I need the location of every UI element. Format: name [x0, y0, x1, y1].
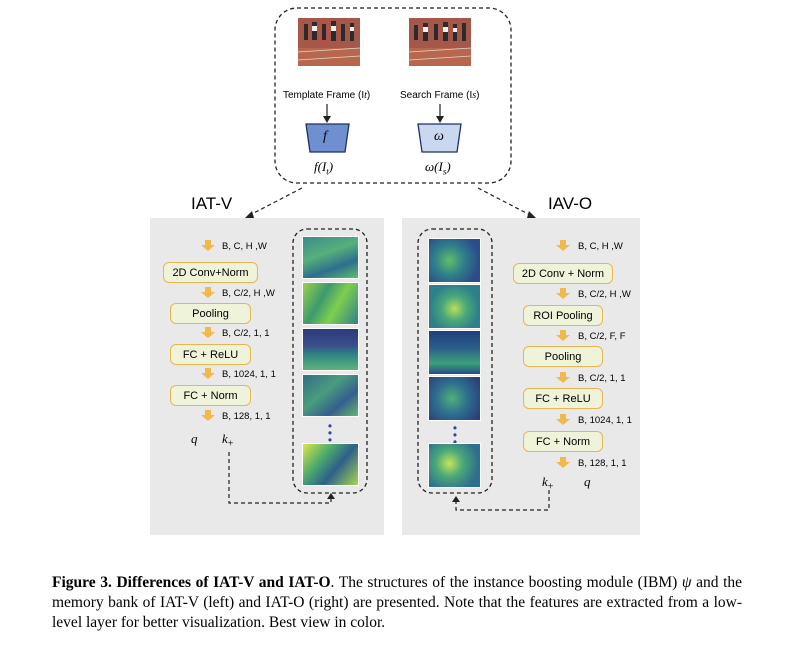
search-frame-image [408, 18, 472, 66]
iat-o-title: IAV-O [548, 194, 593, 213]
iat-v-feature-map-4 [302, 374, 359, 417]
omega-output-label: ω(Is) [425, 159, 451, 177]
iat-o-fc-relu-box: FC + ReLU [523, 388, 603, 409]
iat-o-dim-1: B, C/2, H ,W [578, 289, 631, 300]
iat-v-k-label: k+ [222, 431, 234, 450]
search-frame-label: Search Frame (Is) [400, 90, 480, 101]
iat-v-feature-map-5 [302, 443, 359, 486]
caption-text-a: . The structures of the instance boostin… [330, 574, 682, 591]
iat-v-feature-map-3 [302, 328, 359, 371]
iat-o-feature-map-2 [428, 284, 481, 329]
iat-v-dim-3: B, 1024, 1, 1 [222, 369, 276, 380]
caption-text-b: and the memory bank of IAT-V (left) and … [52, 574, 743, 631]
iat-o-feature-map-1 [428, 238, 481, 283]
iat-v-dim-1: B, C/2, H ,W [222, 288, 275, 299]
iat-v-fc-norm-box: FC + Norm [170, 385, 251, 406]
iat-o-conv-norm-box: 2D Conv + Norm [513, 263, 613, 284]
iat-o-dim-5: B, 128, 1, 1 [578, 458, 627, 469]
iat-o-dim-0: B, C, H ,W [578, 241, 623, 252]
iat-v-q-label: q [191, 431, 198, 446]
iat-v-fc-relu-box: FC + ReLU [170, 344, 251, 365]
iat-v-feature-map-1 [302, 236, 359, 279]
caption-figure-label: Figure 3. [52, 574, 112, 591]
iat-o-fc-norm-box: FC + Norm [523, 431, 603, 452]
iat-v-dim-0: B, C, H ,W [222, 241, 267, 252]
iat-v-conv-norm-box: 2D Conv+Norm [163, 262, 258, 283]
iat-o-k-label: k+ [542, 474, 554, 493]
f-output-label: f(It) [314, 159, 334, 177]
template-frame-image [297, 18, 361, 66]
caption-psi: ψ [681, 574, 692, 591]
iat-v-dim-2: B, C/2, 1, 1 [222, 328, 270, 339]
omega-symbol: ω [434, 129, 444, 144]
iat-o-feature-map-3 [428, 330, 481, 375]
iat-o-pooling-box: Pooling [523, 346, 603, 367]
iat-o-dim-4: B, 1024, 1, 1 [578, 415, 632, 426]
omega-network-block [417, 123, 462, 153]
iat-o-feature-map-4 [428, 376, 481, 421]
figure-caption: Figure 3. Differences of IAT-V and IAT-O… [52, 573, 742, 633]
iat-o-dim-3: B, C/2, 1, 1 [578, 373, 626, 384]
iat-v-feature-map-2 [302, 282, 359, 325]
iat-o-q-label: q [584, 474, 591, 489]
iat-o-roi-pooling-box: ROI Pooling [523, 305, 603, 326]
iat-o-ellipsis: ••• [452, 421, 458, 449]
template-frame-label: Template Frame (It) [283, 90, 371, 101]
iat-v-ellipsis: ••• [327, 419, 333, 447]
f-network-block [305, 123, 350, 153]
iat-v-pooling-box: Pooling [170, 303, 251, 324]
iat-o-dim-2: B, C/2, F, F [578, 331, 626, 342]
f-symbol: f [323, 129, 327, 144]
iat-v-title: IAT-V [191, 194, 233, 213]
iat-v-dim-4: B, 128, 1, 1 [222, 411, 271, 422]
caption-title: Differences of IAT-V and IAT-O [116, 574, 331, 591]
iat-o-feature-map-5 [428, 443, 481, 488]
